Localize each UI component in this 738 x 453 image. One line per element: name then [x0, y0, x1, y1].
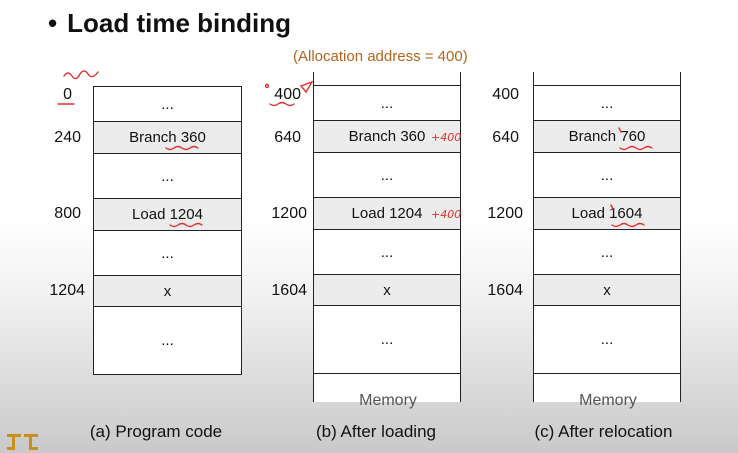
memory-cell: ... — [534, 153, 680, 198]
bullet-dot: • — [48, 8, 58, 38]
memory-cell: x — [534, 275, 680, 306]
memory-cell: ... — [534, 230, 680, 275]
memory-cell: ... — [94, 154, 241, 199]
memory-label: Memory — [359, 392, 417, 409]
memory-block-after-loading: ... Branch 360 ... Load 1204 ... x ... — [313, 72, 461, 402]
memory-cell: ... — [314, 153, 460, 198]
column-caption: (b) After loading — [315, 422, 436, 441]
pointer-mark — [299, 80, 314, 94]
memory-cell: ... — [94, 87, 241, 122]
address-label: 800 — [54, 205, 81, 222]
brand-logo — [7, 434, 38, 450]
column-caption: (a) Program code — [89, 422, 223, 441]
memory-cell: ... — [161, 332, 174, 349]
address-label: 640 — [274, 129, 301, 146]
memory-cell: Load 1204 — [94, 199, 241, 231]
memory-cell: ... — [314, 86, 460, 121]
memory-cell: Load 1204 — [314, 198, 460, 230]
memory-cell: ... — [314, 306, 460, 374]
address-label: 1204 — [49, 282, 85, 299]
memory-cell: Load 1604 — [534, 198, 680, 230]
allocation-note: (Allocation address = 400) — [293, 48, 468, 65]
memory-cell: Branch 360 — [94, 122, 241, 154]
memory-cell: Branch 360 — [314, 121, 460, 153]
address-label: 400 — [274, 86, 301, 103]
memory-cell: ... — [94, 231, 241, 276]
column-caption: (c) After relocation — [534, 422, 673, 441]
memory-cell: ... — [534, 306, 680, 374]
slide-title: • Load time binding — [48, 8, 291, 39]
address-label: 1200 — [271, 205, 307, 222]
address-label: 1200 — [487, 205, 523, 222]
address-label: 0 — [63, 86, 72, 103]
address-label: 640 — [492, 129, 519, 146]
memory-cell: ... — [314, 230, 460, 275]
address-label: 1604 — [487, 282, 523, 299]
memory-top-border — [314, 85, 460, 86]
memory-cell: x — [94, 276, 241, 307]
memory-cell: Branch 760 — [534, 121, 680, 153]
address-label: 400 — [492, 86, 519, 103]
scribble-near-zero — [63, 70, 99, 80]
address-label: 240 — [54, 129, 81, 146]
memory-cell: x — [314, 275, 460, 306]
memory-label: Memory — [579, 392, 637, 409]
slide-title-text: Load time binding — [67, 8, 291, 38]
address-label: 1604 — [271, 282, 307, 299]
memory-cell: ... — [534, 86, 680, 121]
memory-block-after-relocation: ... Branch 760 ... Load 1604 ... x ... — [533, 72, 681, 402]
memory-block-program-code: ... Branch 360 ... Load 1204 ... x ... — [93, 86, 242, 375]
memory-top-border — [534, 85, 680, 86]
